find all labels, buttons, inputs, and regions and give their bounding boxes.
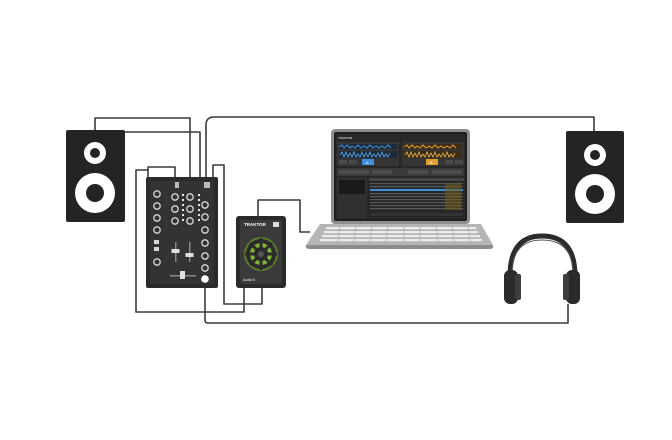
cue-button-a [154,240,159,244]
headphones [504,233,580,304]
right-speaker [566,131,624,223]
cables [94,116,595,324]
cable-headphones [204,288,569,324]
headband [507,233,578,277]
cable-left-speaker-b [120,131,201,177]
laptop: TRAKTOR A [306,129,493,249]
interface-badge [273,222,279,227]
mixer-knobs-right-lower [201,239,209,272]
cable-interface-laptop [257,199,310,233]
crossfader [170,271,196,279]
mixer-knobs-center [171,193,209,234]
interface-brand-label: TRAKTOR [244,222,267,227]
audio-interface: TRAKTOR Audio 6 [236,216,286,288]
cable-right-speaker [205,116,595,177]
deck-a-letter: A [366,160,369,165]
interface-model-label: Audio 6 [243,278,255,282]
cue-button-b [154,247,159,251]
deck-b: B [402,142,464,166]
jog-wheel [244,237,278,271]
laptop-screen: TRAKTOR A [336,134,465,219]
headphone-jack [201,275,209,283]
cable-mixer-left-b [147,166,176,177]
mixer [146,177,218,288]
deck-a: A [337,142,399,166]
deck-b-letter: B [430,160,433,165]
channel-faders [171,242,194,262]
cable-mixer-right [212,164,263,305]
laptop-keyboard [320,227,482,242]
cable-left-speaker [94,117,191,177]
left-earcup [504,270,518,304]
left-speaker [66,130,125,222]
mixer-knobs-left [153,190,161,234]
mixer-level-meters [182,194,200,221]
screen-app-title: TRAKTOR [338,136,353,140]
right-earcup [566,270,580,304]
track-browser [337,178,464,218]
